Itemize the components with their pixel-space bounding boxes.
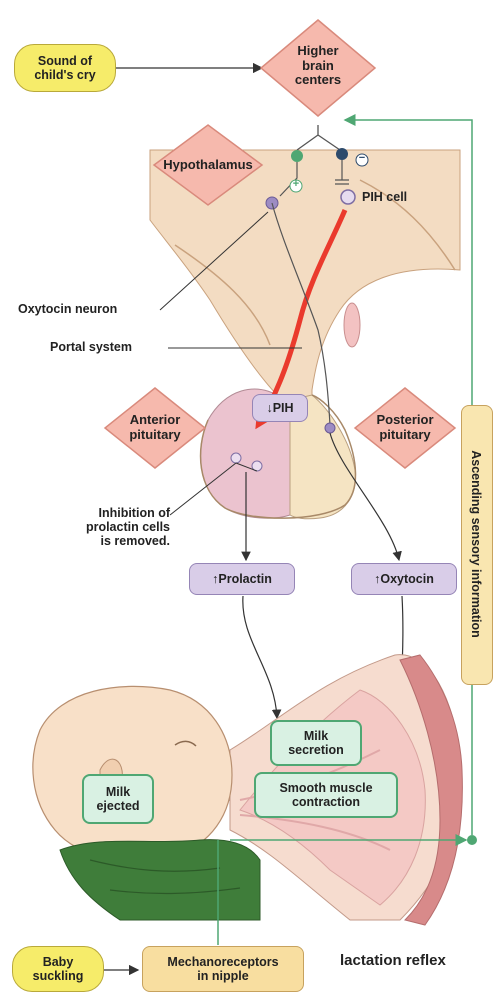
prolactin-to-secretion-arrow xyxy=(243,596,277,718)
pih-cell-label: PIH cell xyxy=(362,190,407,204)
pih-cell-body xyxy=(341,190,355,204)
plus-sign: + xyxy=(290,178,302,190)
pih-label: ↓PIH xyxy=(266,401,293,415)
baby-suckling-label: Baby suckling xyxy=(33,955,84,984)
hypothalamus-label: Hypothalamus xyxy=(158,158,258,173)
prolactin-cell-1 xyxy=(231,453,241,463)
optic-region xyxy=(344,303,360,347)
inhibitory-synapse xyxy=(336,148,348,160)
mechanoreceptors-box: Mechanoreceptors in nipple xyxy=(142,946,304,992)
childs-cry-box: Sound of child's cry xyxy=(14,44,116,92)
milk-ejected-label: Milk ejected xyxy=(96,785,139,814)
childs-cry-label: Sound of child's cry xyxy=(34,54,95,83)
oxytocin-terminal xyxy=(325,423,335,433)
inhibition-label: Inhibition of prolactin cells is removed… xyxy=(50,506,170,548)
prolactin-label: ↑Prolactin xyxy=(212,572,272,586)
ascending-sensory-label: Ascending sensory information xyxy=(469,450,483,638)
anterior-pituitary-label: Anterior pituitary xyxy=(115,413,195,442)
brain-center-branch xyxy=(297,125,340,150)
prolactin-box: ↑Prolactin xyxy=(189,563,295,595)
mechanoreceptors-label: Mechanoreceptors in nipple xyxy=(167,955,278,984)
oxytocin-box: ↑Oxytocin xyxy=(351,563,457,595)
milk-secretion-box: Milk secretion xyxy=(270,720,362,766)
milk-secretion-label: Milk secretion xyxy=(288,729,344,758)
diagram-title: lactation reflex xyxy=(340,952,446,969)
milk-ejected-box: Milk ejected xyxy=(82,774,154,824)
sensory-node xyxy=(467,835,477,845)
portal-system-label: Portal system xyxy=(50,340,132,354)
excitatory-synapse xyxy=(291,150,303,162)
baby-body xyxy=(60,840,260,920)
oxytocin-label: ↑Oxytocin xyxy=(374,572,434,586)
higher-brain-centers-label: Higher brain centers xyxy=(278,44,358,88)
smooth-muscle-box: Smooth muscle contraction xyxy=(254,772,398,818)
pih-box: ↓PIH xyxy=(252,394,308,422)
smooth-muscle-label: Smooth muscle contraction xyxy=(279,781,372,810)
oxytocin-neuron-label: Oxytocin neuron xyxy=(18,302,117,316)
baby-suckling-box: Baby suckling xyxy=(12,946,104,992)
minus-sign: − xyxy=(356,152,368,164)
posterior-pituitary-label: Posterior pituitary xyxy=(365,413,445,442)
